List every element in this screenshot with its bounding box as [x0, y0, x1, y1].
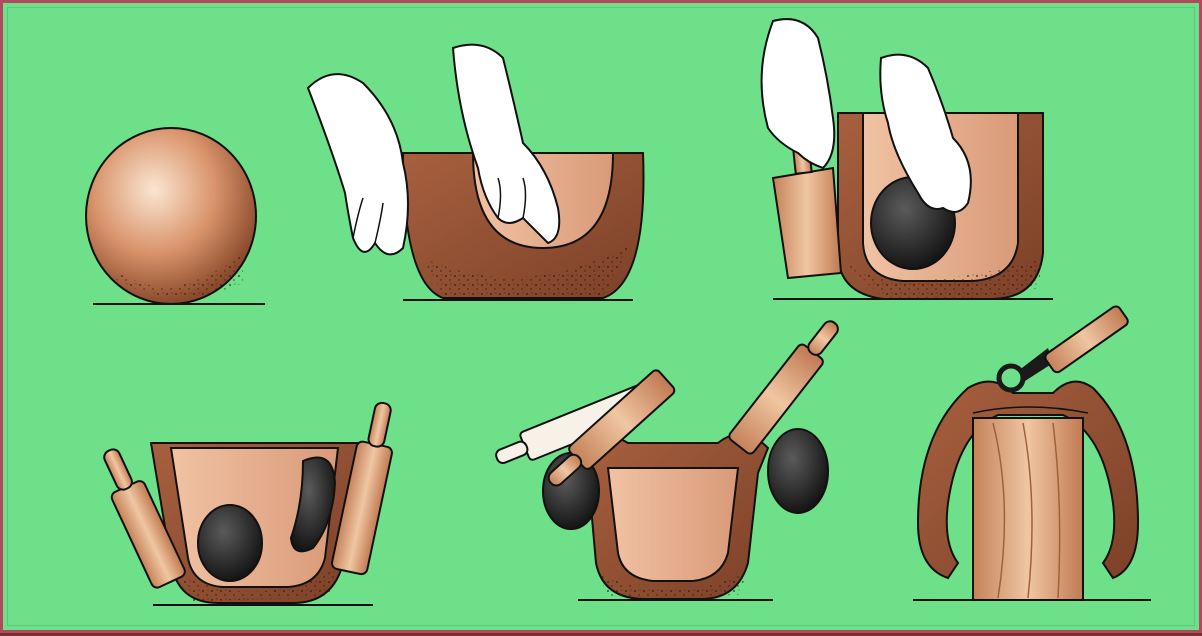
panel-clay-ball	[86, 128, 265, 304]
panel-paddling-walls	[762, 19, 1053, 299]
panel-shaping-rim	[491, 314, 847, 600]
pottery-illustration	[3, 3, 1202, 636]
panel-finished-pot-handle	[913, 304, 1151, 600]
panel-shaping-bowl-hands	[308, 45, 644, 300]
panel-bowl-with-rollers	[93, 399, 402, 605]
